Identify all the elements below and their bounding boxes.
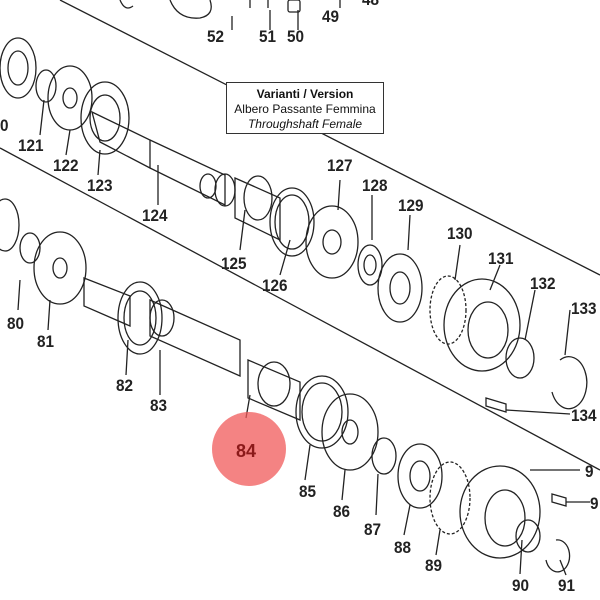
callout-131: 131 bbox=[488, 249, 514, 268]
ring-82 bbox=[117, 281, 163, 355]
callout-122: 122 bbox=[53, 156, 79, 175]
callout-129: 129 bbox=[398, 196, 424, 215]
callout-123: 123 bbox=[87, 176, 113, 195]
spacer-87 bbox=[371, 437, 397, 475]
callout-85: 85 bbox=[299, 482, 317, 501]
callout-89: 89 bbox=[425, 556, 443, 575]
middle-frame-line bbox=[0, 147, 600, 471]
callout-91: 91 bbox=[558, 576, 576, 595]
bearing-left-upper bbox=[0, 37, 37, 99]
callout-84-highlighted: 84 bbox=[236, 441, 257, 461]
callout-132: 132 bbox=[530, 274, 556, 293]
callout-48: 48 bbox=[362, 0, 379, 8]
spacer-128 bbox=[357, 244, 383, 286]
circlip-89 bbox=[429, 461, 471, 535]
callout-0: 0 bbox=[0, 116, 9, 135]
part-50 bbox=[287, 0, 301, 13]
seal-132 bbox=[505, 337, 535, 379]
flange-131 bbox=[443, 278, 521, 372]
variant-line-italian: Albero Passante Femmina bbox=[234, 102, 376, 116]
washer-86 bbox=[321, 393, 379, 471]
callout-81: 81 bbox=[37, 332, 55, 351]
callout-9-upper: 9 bbox=[585, 462, 594, 481]
needle-bearing-84 bbox=[247, 359, 301, 421]
variant-box: Varianti / Version Albero Passante Femmi… bbox=[226, 82, 384, 134]
spline-82 bbox=[83, 277, 131, 327]
ring-80 bbox=[19, 232, 41, 264]
callout-121: 121 bbox=[18, 136, 44, 155]
washer-127 bbox=[305, 205, 359, 279]
upper-frame-line bbox=[59, 0, 600, 276]
variant-title: Varianti / Version bbox=[256, 87, 354, 101]
callout-87: 87 bbox=[364, 520, 382, 539]
bolt-134 bbox=[485, 397, 507, 413]
bearing-129 bbox=[377, 253, 423, 323]
callout-86: 86 bbox=[333, 502, 351, 521]
callout-82: 82 bbox=[116, 376, 134, 395]
callout-134: 134 bbox=[571, 406, 597, 425]
ring-126 bbox=[269, 187, 315, 257]
bolt-9 bbox=[551, 493, 567, 507]
bearing-88 bbox=[397, 443, 443, 509]
callout-83: 83 bbox=[150, 396, 168, 415]
highlight-circle bbox=[212, 412, 286, 486]
circlip-133 bbox=[551, 356, 588, 410]
seal-123 bbox=[80, 81, 130, 155]
callout-125: 125 bbox=[221, 254, 247, 273]
circlip-130 bbox=[429, 275, 467, 345]
callout-88: 88 bbox=[394, 538, 412, 557]
part-top-gear bbox=[169, 0, 212, 19]
callout-9-lower: 9 bbox=[590, 494, 599, 513]
ring-85 bbox=[295, 375, 349, 449]
callout-124: 124 bbox=[142, 206, 168, 225]
callout-50: 50 bbox=[287, 27, 305, 46]
part-top-fragment bbox=[119, 0, 134, 9]
callout-133: 133 bbox=[571, 299, 597, 318]
needle-bearing-125 bbox=[234, 176, 281, 242]
shaft-83 bbox=[149, 298, 241, 378]
circlip-91 bbox=[545, 539, 571, 573]
callout-127: 127 bbox=[327, 156, 353, 175]
callout-49: 49 bbox=[322, 7, 340, 26]
callout-80: 80 bbox=[7, 314, 25, 333]
variant-line-english: Throughshaft Female bbox=[247, 117, 363, 131]
flange-90 bbox=[459, 465, 541, 559]
callout-128: 128 bbox=[362, 176, 388, 195]
callout-52: 52 bbox=[207, 27, 225, 46]
callout-130: 130 bbox=[447, 224, 473, 243]
bearing-left-lower bbox=[0, 198, 20, 252]
callout-126: 126 bbox=[262, 276, 288, 295]
ring-121 bbox=[35, 69, 57, 103]
callout-90: 90 bbox=[512, 576, 530, 595]
washer-81 bbox=[33, 231, 87, 305]
callout-51: 51 bbox=[259, 27, 277, 46]
